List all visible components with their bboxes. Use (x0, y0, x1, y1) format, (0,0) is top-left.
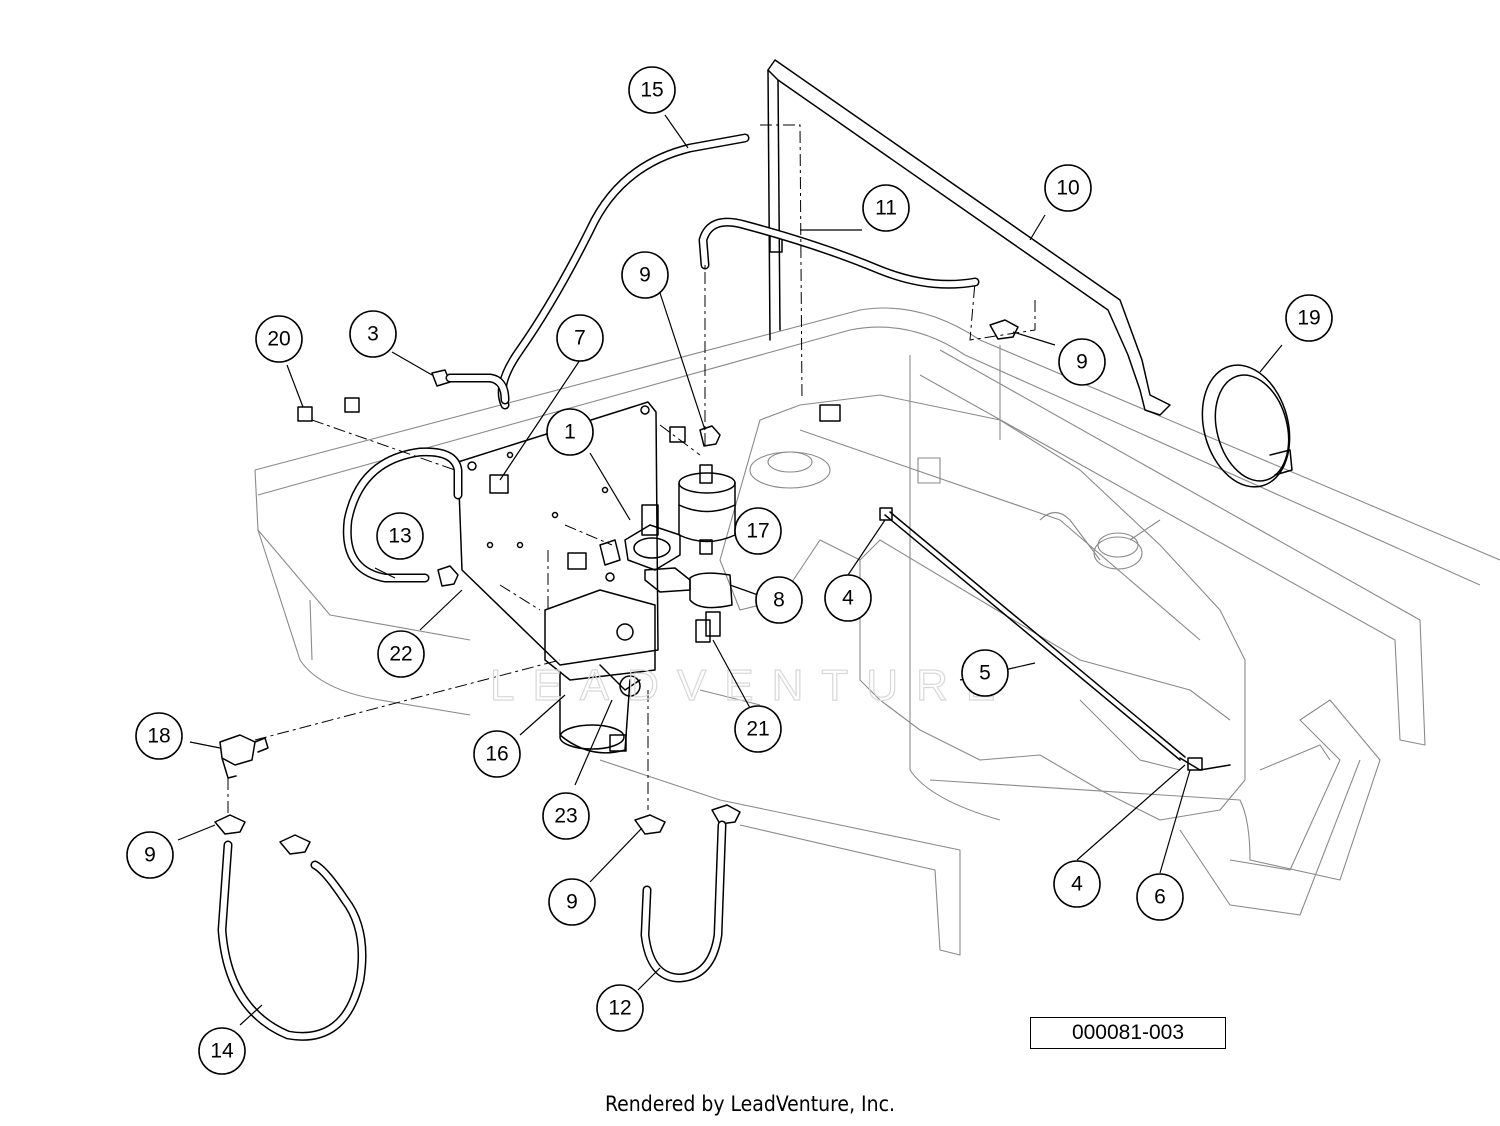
footer-credit: Rendered by LeadVenture, Inc. (605, 1092, 895, 1116)
svg-text:4: 4 (842, 587, 854, 610)
svg-text:3: 3 (367, 323, 379, 346)
svg-text:11: 11 (875, 197, 897, 220)
callout-15: 15 (628, 66, 676, 114)
chassis-frame (254, 307, 1500, 956)
callout-19: 19 (1285, 294, 1333, 342)
svg-text:9: 9 (639, 264, 651, 287)
svg-text:8: 8 (773, 589, 785, 612)
svg-text:21: 21 (746, 718, 769, 741)
callout-9-left: 9 (126, 831, 174, 879)
svg-text:4: 4 (1071, 873, 1083, 896)
callout-4-bottom: 4 (1053, 860, 1101, 908)
callout-16: 16 (473, 730, 521, 778)
svg-text:5: 5 (979, 662, 991, 685)
assembly-lines (227, 124, 1036, 815)
svg-text:17: 17 (746, 520, 769, 543)
water-separator (544, 589, 656, 754)
svg-text:13: 13 (388, 525, 411, 548)
fuel-filter (678, 464, 736, 555)
svg-text:22: 22 (389, 643, 412, 666)
callout-4-top: 4 (824, 574, 872, 622)
callout-6: 6 (1136, 873, 1184, 921)
svg-text:16: 16 (485, 743, 508, 766)
callout-17: 17 (734, 507, 782, 555)
mounting-plate (457, 401, 659, 666)
svg-text:9: 9 (566, 891, 578, 914)
svg-text:9: 9 (1076, 351, 1088, 374)
callout-22: 22 (377, 630, 425, 678)
callout-18: 18 (135, 712, 183, 760)
svg-text:6: 6 (1154, 886, 1166, 909)
svg-text:14: 14 (210, 1040, 234, 1063)
fuel-pump (624, 504, 733, 609)
callout-10: 10 (1044, 164, 1092, 212)
callout-14: 14 (198, 1027, 246, 1075)
callout-20: 20 (255, 315, 303, 363)
svg-text:15: 15 (640, 79, 663, 102)
svg-text:9: 9 (144, 844, 156, 867)
callout-9-top: 9 (621, 251, 669, 299)
watermark: LEADVENTURE (490, 661, 1013, 710)
svg-text:7: 7 (574, 327, 586, 350)
svg-text:19: 19 (1297, 307, 1320, 330)
callout-13: 13 (376, 512, 424, 560)
callout-7: 7 (556, 314, 604, 362)
callout-3: 3 (349, 310, 397, 358)
strap-part (767, 59, 1171, 416)
callout-8: 8 (755, 576, 803, 624)
callout-12: 12 (596, 984, 644, 1032)
rod-part (879, 507, 1231, 771)
callout-1: 1 (546, 408, 594, 456)
ring-part (1201, 364, 1293, 488)
callout-21: 21 (734, 705, 782, 753)
callout-23: 23 (542, 792, 590, 840)
svg-text:12: 12 (608, 997, 631, 1020)
callout-11: 11 (862, 184, 910, 232)
fittings (214, 231, 1203, 855)
reference-code: 000081-003 (1030, 1017, 1226, 1049)
svg-text:23: 23 (554, 805, 577, 828)
svg-text:10: 10 (1056, 177, 1079, 200)
callout-5: 5 (961, 649, 1009, 697)
leader-lines (177, 114, 1283, 1026)
callout-9-bottom: 9 (548, 878, 596, 926)
fuel-tank (719, 394, 1246, 821)
svg-text:20: 20 (267, 328, 290, 351)
hoses (217, 133, 980, 1041)
callout-9-right: 9 (1058, 338, 1106, 386)
svg-text:1: 1 (564, 421, 576, 444)
svg-text:18: 18 (147, 725, 170, 748)
